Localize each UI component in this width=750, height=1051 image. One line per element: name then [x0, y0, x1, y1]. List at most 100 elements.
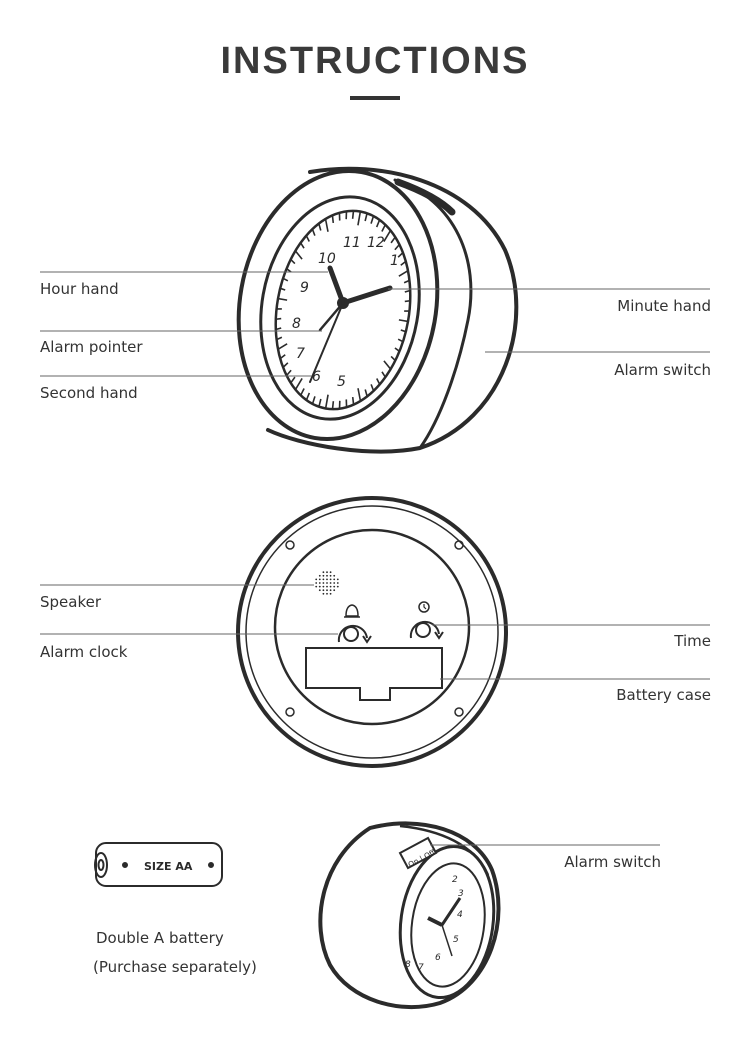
- speaker-dot: [333, 574, 336, 577]
- dial-tick: [279, 287, 286, 291]
- speaker-dot: [329, 592, 332, 595]
- dial-tick: [397, 338, 404, 343]
- dial-tick: [311, 228, 316, 236]
- dial-tick: [276, 336, 283, 341]
- speaker-dot: [326, 582, 328, 584]
- dial-tick: [394, 243, 401, 251]
- front-dial-ticks: [275, 210, 411, 410]
- bell-icon: [345, 604, 359, 617]
- label-alarm-switch-side: Alarm switch: [564, 853, 661, 871]
- dial-tick: [400, 329, 407, 333]
- battery-caption-line2: (Purchase separately): [93, 958, 257, 976]
- speaker-dot: [322, 589, 325, 592]
- front-dial-numbers: 11 12 1 10 9 8 7 6 5: [292, 235, 399, 390]
- clock-icon: [418, 601, 430, 613]
- dial-number: 9: [300, 280, 309, 296]
- back-leader-lines: [40, 584, 710, 680]
- label-time: Time: [674, 632, 711, 650]
- dial-tick: [357, 388, 362, 402]
- front-clock-illustration: [236, 166, 519, 454]
- dial-number: 3: [458, 889, 464, 899]
- dial-number: 8: [405, 960, 411, 970]
- dial-tick: [275, 317, 282, 321]
- speaker-dot: [329, 574, 332, 577]
- dial-tick: [305, 392, 311, 401]
- speaker-dot: [315, 578, 318, 581]
- dial-number: 11: [343, 235, 361, 251]
- speaker-dot: [326, 589, 328, 592]
- speaker-dot: [336, 578, 339, 581]
- battery-caption-line1: Double A battery: [96, 929, 224, 947]
- dial-number: 7: [296, 346, 305, 362]
- dial-tick: [275, 327, 282, 331]
- speaker-dot: [322, 574, 325, 577]
- dial-tick: [290, 376, 296, 384]
- side-clock-illustration: [318, 821, 501, 1010]
- back-clock-illustration: [236, 496, 508, 768]
- dial-tick: [390, 355, 396, 362]
- dial-tick: [404, 299, 411, 303]
- dial-tick: [394, 347, 400, 352]
- dial-number: 7: [418, 963, 424, 973]
- speaker-dot: [333, 585, 336, 588]
- dial-tick: [397, 252, 404, 258]
- dial-tick: [390, 236, 396, 244]
- speaker-dot: [322, 582, 325, 584]
- dial-tick: [404, 289, 411, 293]
- dial-tick: [311, 396, 316, 405]
- speaker-dot: [318, 574, 321, 577]
- dial-number: 5: [453, 935, 459, 945]
- dial-tick: [299, 242, 305, 249]
- label-alarm-clock: Alarm clock: [40, 643, 128, 661]
- dial-tick: [398, 319, 409, 323]
- dial-tick: [376, 378, 381, 385]
- dial-tick: [305, 235, 310, 242]
- dial-number: 6: [312, 369, 321, 385]
- dial-tick: [331, 401, 335, 410]
- side-dial-numbers: 2 3 4 5 6 7 8: [405, 875, 464, 973]
- speaker-dot: [322, 585, 325, 588]
- speaker-dot: [333, 582, 336, 584]
- dial-tick: [318, 223, 322, 231]
- dial-tick: [285, 369, 292, 377]
- label-minute-hand: Minute hand: [617, 297, 711, 315]
- speaker-dot: [318, 582, 321, 584]
- speaker-dot: [326, 585, 328, 588]
- dial-tick: [383, 360, 392, 370]
- label-alarm-pointer: Alarm pointer: [40, 338, 143, 356]
- speaker-dot: [329, 578, 332, 581]
- speaker-dot: [322, 578, 325, 581]
- dial-number: 1: [390, 253, 399, 269]
- dial-tick: [324, 394, 329, 409]
- speaker-dot: [326, 574, 328, 577]
- dial-tick: [279, 354, 286, 360]
- dial-tick: [351, 210, 355, 219]
- dial-tick: [381, 224, 387, 232]
- speaker-dot: [329, 571, 332, 574]
- dial-tick: [277, 297, 288, 301]
- dial-tick: [370, 215, 375, 224]
- speaker-dot: [318, 578, 321, 581]
- speaker-dot: [326, 578, 328, 581]
- title-underline: [350, 96, 400, 100]
- front-clock-hands: [309, 265, 393, 383]
- speaker-dot: [326, 571, 328, 574]
- speaker-dot: [329, 585, 332, 588]
- dial-number: 8: [292, 316, 301, 332]
- dial-tick: [398, 270, 409, 277]
- speaker-dot: [333, 589, 336, 592]
- front-leader-lines: [40, 271, 710, 377]
- dial-tick: [364, 213, 368, 222]
- dial-tick: [290, 258, 296, 265]
- dial-tick: [375, 219, 381, 228]
- dial-tick: [351, 396, 355, 405]
- dial-tick: [286, 268, 292, 273]
- label-speaker: Speaker: [40, 593, 102, 611]
- speaker-dot: [318, 589, 321, 592]
- dial-tick: [282, 277, 289, 282]
- speaker-dot: [336, 582, 339, 584]
- speaker-dot: [318, 585, 321, 588]
- dial-tick: [294, 250, 303, 260]
